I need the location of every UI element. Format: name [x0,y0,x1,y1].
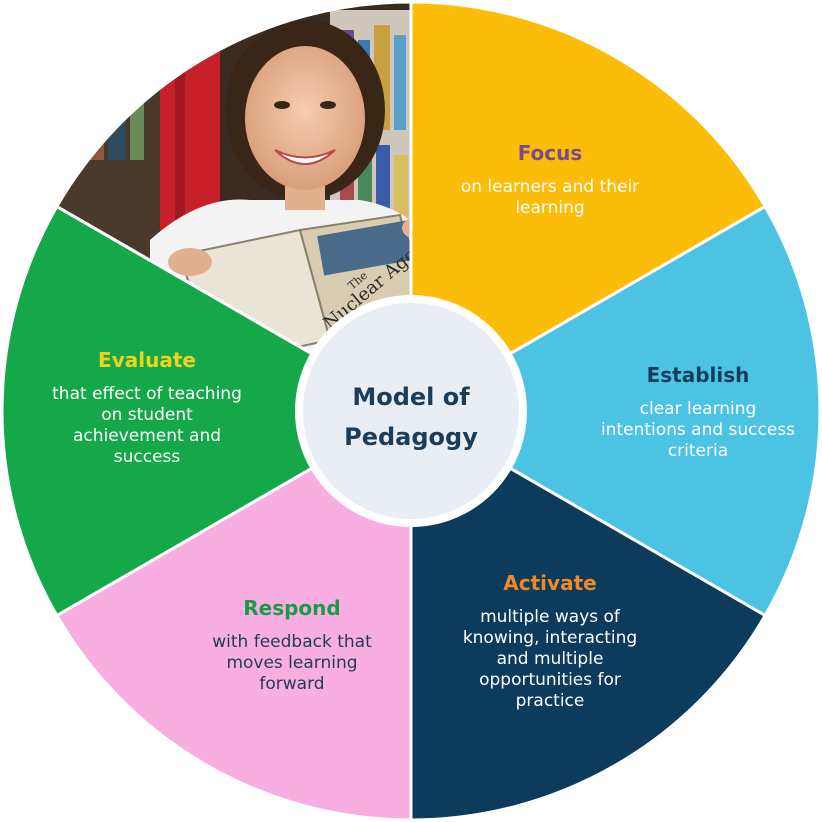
segment-respond-text-line: with feedback that [212,632,372,652]
segment-evaluate-wedge [0,204,414,618]
segment-establish-text-line: intentions and success [601,420,795,440]
segment-respond-text-line: forward [259,674,324,694]
segment-respond-title: Respond [243,596,340,620]
segment-activate-text-line: multiple ways of [480,607,621,627]
segment-focus-text-line: on learners and their [461,177,639,197]
segment-activate-text-line: and multiple [497,649,604,669]
segment-establish-title: Establish [647,363,750,387]
segment-evaluate-text-line: on student [101,405,193,425]
photo-segment-border [54,0,413,414]
segment-evaluate-text-line: success [114,447,181,467]
segment-establish-text-line: clear learning [640,399,757,419]
segment-establish-text-line: criteria [668,441,728,461]
center-circle [295,295,527,527]
segment-activate-wedge [409,408,768,822]
segment-activate-text-line: practice [516,691,585,711]
segment-evaluate-text-line: that effect of teaching [52,384,242,404]
center-title-line2: Pedagogy [344,423,478,451]
segment-evaluate-text-line: achievement and [73,426,221,446]
center-title-line1: Model of [352,383,470,411]
student-smile [274,149,336,165]
segment-focus-text-line: learning [515,198,584,218]
student-face [245,46,365,190]
segment-establish-wedge [408,204,822,618]
segment-focus-title: Focus [518,141,583,165]
segment-evaluate-title: Evaluate [98,348,196,372]
segment-activate-text-line: knowing, interacting [463,628,637,648]
segment-activate-title: Activate [503,571,596,595]
segment-respond-text-line: moves learning [226,653,357,673]
center-hub: Model of Pedagogy [295,295,527,527]
segment-activate-text-line: opportunities for [479,670,621,690]
segment-focus-wedge [409,0,768,414]
segment-respond-wedge [54,408,413,822]
